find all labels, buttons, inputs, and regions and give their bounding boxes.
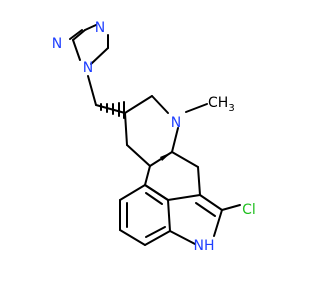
atom-label-indole-nh: NH bbox=[194, 238, 215, 254]
benzene-ring bbox=[119, 184, 171, 246]
atom-label-triazole-n2: N bbox=[95, 20, 105, 36]
triazole-ring bbox=[69, 24, 109, 65]
junction-wedge bbox=[160, 152, 172, 161]
stereo-wedge-bond bbox=[100, 101, 125, 119]
atom-label-amine-n: N bbox=[171, 115, 181, 131]
atom-label-methyl: CH3 bbox=[208, 95, 235, 114]
atom-label-triazole-n1: N bbox=[83, 60, 93, 76]
methyl-subscript: 3 bbox=[228, 103, 234, 114]
ring-c bbox=[144, 151, 201, 201]
atom-label-triazole-n4: N bbox=[52, 36, 62, 52]
atom-label-chlorine: Cl bbox=[242, 202, 256, 218]
n-methyl-bond bbox=[185, 103, 208, 113]
pyrrole-ring bbox=[167, 194, 241, 245]
ring-d bbox=[124, 95, 179, 167]
methyl-text: CH bbox=[208, 95, 228, 111]
molecule-structure-diagram: N N N N CH3 Cl NH bbox=[52, 20, 256, 254]
